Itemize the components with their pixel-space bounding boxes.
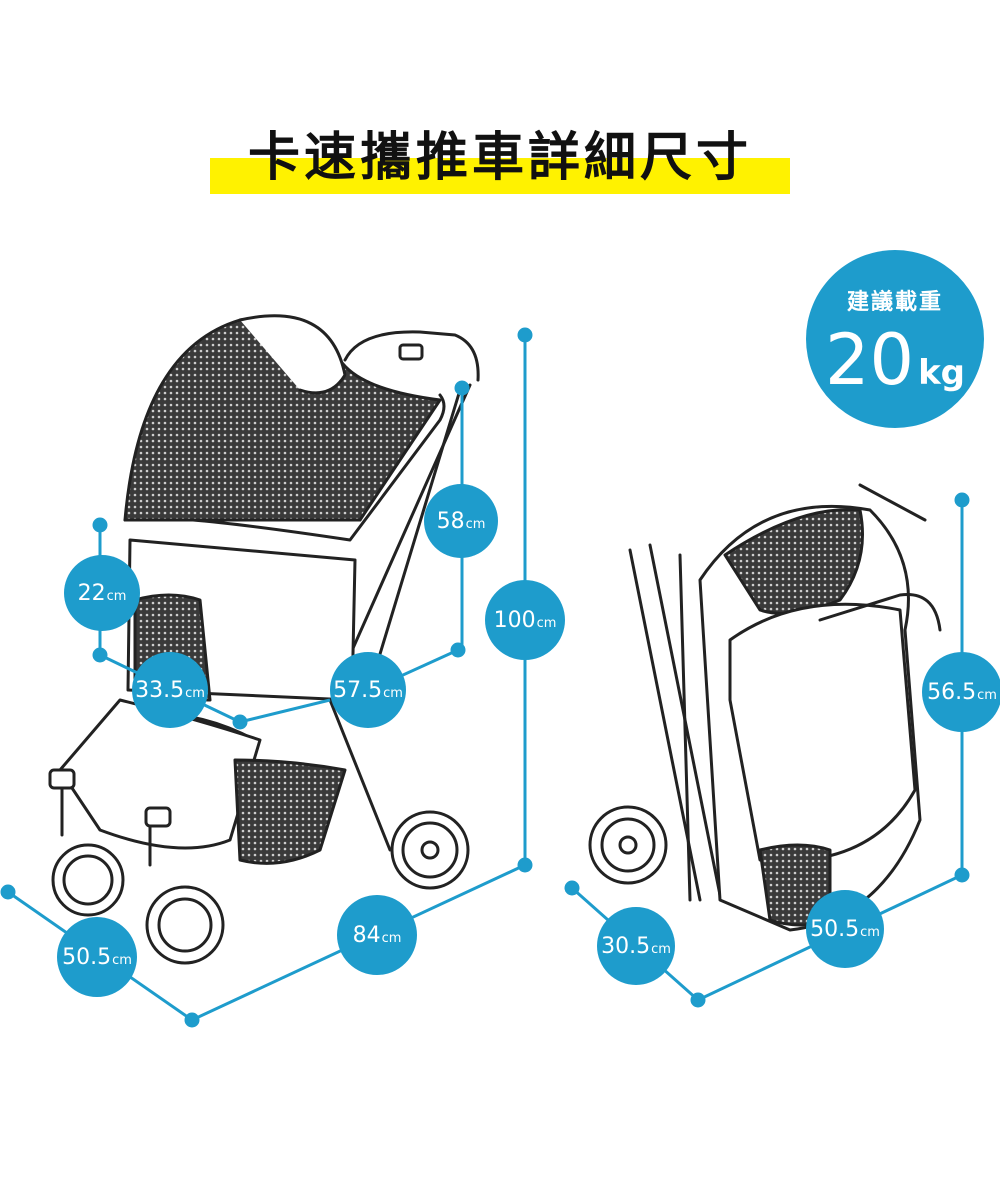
folded-stroller bbox=[588, 483, 942, 932]
title-text: 卡速攜推車詳細尺寸 bbox=[247, 128, 752, 188]
unfolded-stroller bbox=[48, 314, 480, 965]
title-highlight bbox=[210, 158, 790, 194]
page-title: 卡速攜推車詳細尺寸 bbox=[210, 118, 790, 198]
load-label: 建議載重 bbox=[846, 290, 943, 315]
